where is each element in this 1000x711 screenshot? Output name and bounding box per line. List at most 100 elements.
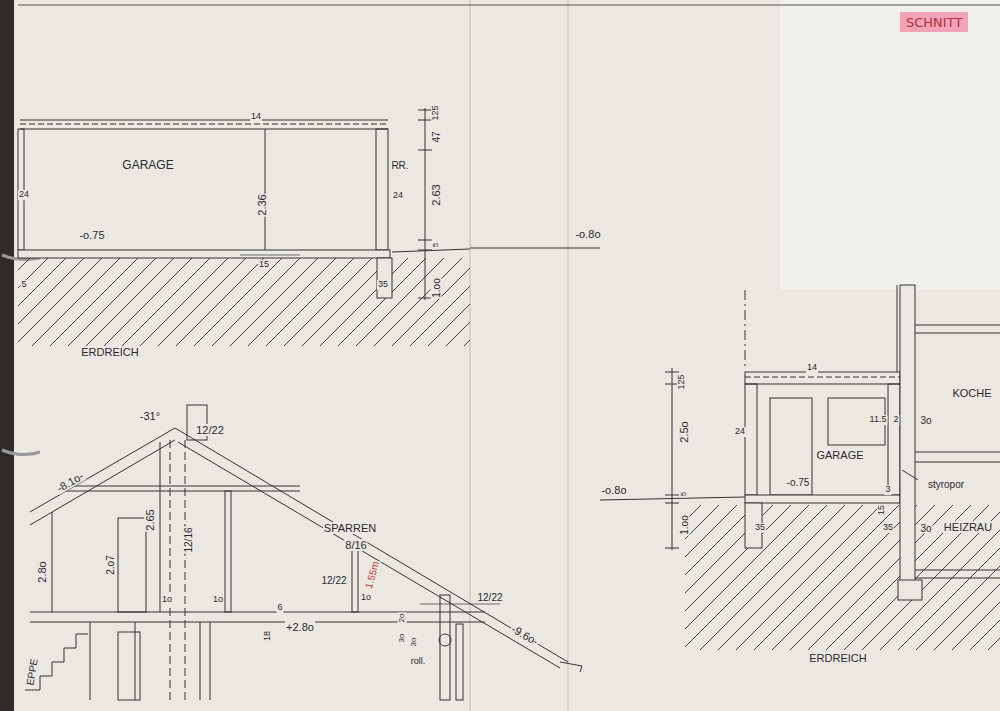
- dimension: 3o: [919, 415, 932, 426]
- dimension: 3: [884, 485, 891, 495]
- drawing-line: [225, 491, 231, 612]
- drawing-line: [352, 548, 358, 612]
- section-size: 12/22: [476, 592, 503, 603]
- dimension: 35: [882, 523, 894, 533]
- drawing-line: [185, 440, 186, 700]
- drawing-line: [745, 372, 900, 384]
- dimension: 47: [431, 130, 442, 143]
- drawing-line: [745, 384, 757, 495]
- dimension: 15: [258, 260, 270, 270]
- dimension: 3o: [398, 633, 407, 644]
- dimension: 2.63: [430, 183, 442, 206]
- drawing-line: [439, 634, 451, 646]
- section-size: 12/22: [320, 575, 347, 586]
- drawing-line: [377, 258, 392, 298]
- dimension: 2.o7: [105, 554, 116, 575]
- dimension: 2o: [398, 613, 407, 624]
- section-size: 8/16: [344, 539, 367, 551]
- drawing-line: [20, 124, 388, 125]
- drawing-line: [160, 442, 161, 612]
- dimension: 14: [806, 363, 818, 373]
- material-note: styropor: [927, 479, 965, 490]
- drawing-line: [902, 470, 918, 480]
- dimension: 5: [432, 242, 441, 248]
- dimension: 2.36: [256, 193, 268, 216]
- drawing-line: [18, 250, 390, 258]
- room-label: GARAGE: [815, 449, 864, 461]
- drawing-line: [170, 440, 171, 700]
- drawing-line: [30, 428, 175, 512]
- dimension: 35: [377, 280, 389, 290]
- drawing-line: [20, 120, 388, 121]
- dimension: 6: [276, 603, 283, 613]
- dimension: 2.5o: [678, 420, 690, 443]
- dimension: 14: [250, 112, 262, 122]
- drawing-line: [900, 285, 915, 590]
- drawing-line: [780, 0, 1000, 290]
- drawing-line: [265, 129, 266, 250]
- dimension: 3o: [410, 637, 419, 648]
- dimension: 24: [392, 191, 404, 201]
- drawing-line: [30, 612, 485, 613]
- dimension: 5: [20, 280, 27, 290]
- drawing-line: [456, 624, 463, 700]
- ground-label: ERDREICH: [808, 652, 867, 664]
- drawing-line: [672, 368, 673, 550]
- drawing-line: [470, 248, 600, 249]
- drawing-line: [60, 491, 300, 492]
- dimension: 125: [431, 104, 441, 121]
- drawing-line: [897, 285, 898, 372]
- section-size: 12/22: [195, 424, 225, 436]
- drawing-line: [745, 290, 746, 370]
- dimension: 18: [263, 630, 273, 642]
- drawing-line: [665, 372, 679, 548]
- dimension: 1o: [212, 595, 224, 605]
- level-mark: -o.8o: [574, 228, 601, 240]
- level-mark: -o.8o: [600, 484, 627, 496]
- dimension: 1.oo: [679, 514, 690, 535]
- dimension: 3o: [919, 523, 932, 534]
- drawing-line: [376, 129, 388, 250]
- dimension: 1.oo: [431, 277, 442, 298]
- drawing-line: [240, 255, 300, 256]
- level-mark: +2.8o: [285, 621, 315, 633]
- drawing-line: [0, 0, 14, 711]
- drawing-line: [118, 518, 146, 612]
- sheet-tag: SCHNITT: [900, 12, 968, 32]
- drawing-line: [18, 258, 470, 346]
- garage-section-right: [600, 285, 1000, 650]
- angle: -31°: [139, 410, 161, 422]
- drawing-line: [25, 634, 88, 690]
- drawing-line: [915, 325, 1000, 578]
- section-size: 12/16: [183, 526, 194, 553]
- drawing-line: [745, 377, 900, 378]
- drawing-line: [20, 129, 388, 130]
- level-mark: -o.75: [786, 477, 811, 488]
- dimension: 2: [892, 415, 899, 425]
- drawing-line: [425, 108, 426, 300]
- drawing-line: [567, 0, 569, 711]
- ground-label: ERDREICH: [80, 346, 139, 358]
- dimension: 2.8o: [36, 560, 48, 583]
- drawing-line: [118, 632, 140, 700]
- drawing-line: [560, 662, 582, 672]
- room-label: HEIZRAU: [943, 521, 993, 533]
- dimension: 24: [18, 190, 30, 200]
- dimension: 15: [877, 504, 887, 516]
- level-mark: -o.75: [78, 229, 105, 241]
- room-label: KOCHE: [951, 387, 992, 399]
- note: RR.: [390, 160, 409, 171]
- drawing-line: [888, 384, 900, 495]
- part-name: SPARREN: [323, 522, 377, 534]
- drawing-line: [60, 486, 300, 487]
- note: roll.: [410, 657, 427, 667]
- drawing-line: [52, 512, 53, 612]
- dimension: 2.65: [144, 508, 156, 531]
- dimension: 24: [734, 427, 746, 437]
- drawing-line: [898, 580, 922, 600]
- room-label: GARAGE: [121, 159, 174, 172]
